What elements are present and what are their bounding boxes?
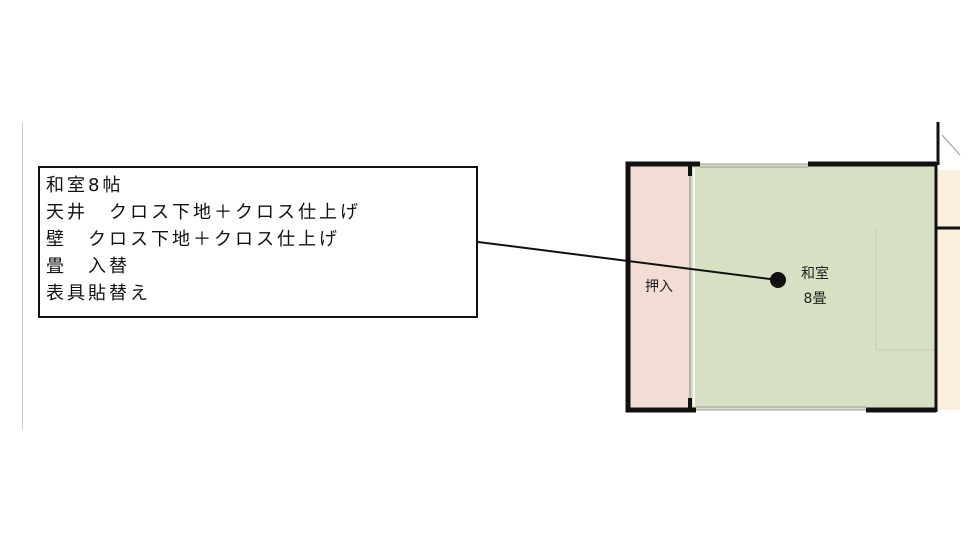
note-wall: 壁 クロス下地＋クロス仕上げ xyxy=(46,229,340,250)
room-name-label: 和室 xyxy=(801,265,829,282)
note-tatami: 畳 入替 xyxy=(46,256,130,277)
renovation-note-box: 和室8帖 天井 クロス下地＋クロス仕上げ 壁 クロス下地＋クロス仕上げ 畳 入替… xyxy=(38,166,478,318)
adjacent-room-floor xyxy=(938,170,960,410)
note-ceiling: 天井 クロス下地＋クロス仕上げ xyxy=(46,202,361,223)
note-fittings: 表具貼替え xyxy=(46,283,151,304)
room-size-label: 8畳 xyxy=(804,291,827,307)
adjacent-door-mark xyxy=(941,134,961,156)
leader-line xyxy=(477,241,779,281)
outer-wall-left xyxy=(625,161,700,413)
closet-floor xyxy=(628,164,690,410)
note-title: 和室8帖 xyxy=(46,175,124,196)
closet-label: 押入 xyxy=(645,279,673,295)
left-margin-line xyxy=(22,122,23,430)
tatami-floor xyxy=(690,164,936,410)
leader-dot xyxy=(770,272,786,288)
